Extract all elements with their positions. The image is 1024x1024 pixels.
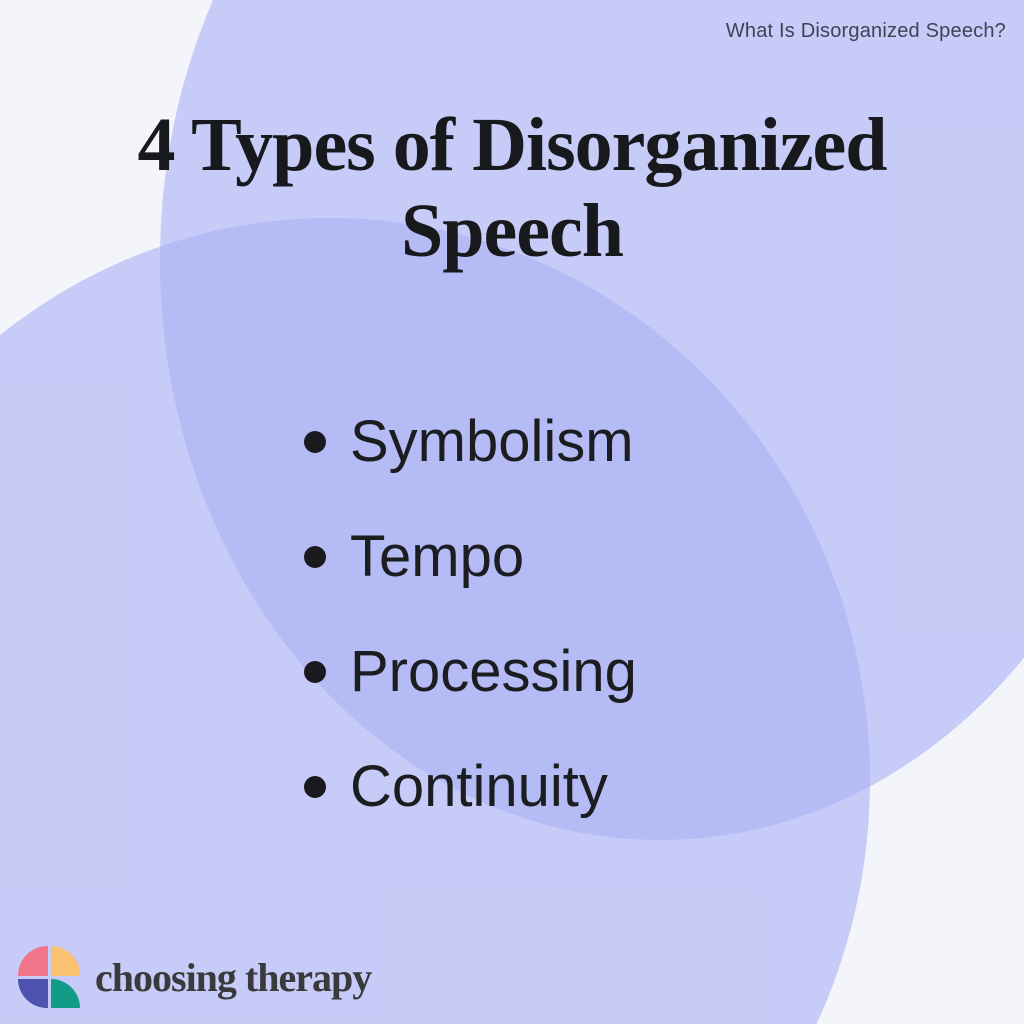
list-item: Continuity [304,758,637,816]
bullet-dot [304,661,326,683]
bullet-label-continuity: Continuity [350,754,608,819]
logo-petal-top-left [18,946,48,976]
bullet-dot [304,431,326,453]
logo-petal-bottom-left [18,978,48,1008]
logo-petal-top-right [50,946,80,976]
bullet-label-tempo: Tempo [350,524,525,589]
list-item: Symbolism [304,413,637,471]
page-title: 4 Types of Disorganized Speech [0,102,1024,274]
list-item: Tempo [304,528,637,586]
bullet-label-symbolism: Symbolism [350,409,634,474]
header-note: What Is Disorganized Speech? [725,20,1006,42]
brand-wordmark: choosing therapy [95,954,372,1000]
title-line-2: Speech [401,189,624,273]
title-line-1: 4 Types of Disorganized [137,103,888,187]
logo-petal-bottom-right [50,978,80,1008]
brand-logo: choosing therapy [18,946,372,1008]
bullet-list: Symbolism Tempo Processing Continuity [304,413,637,873]
bullet-dot [304,546,326,568]
list-item: Processing [304,643,637,701]
bullet-dot [304,776,326,798]
bullet-label-processing: Processing [350,639,637,704]
choosing-therapy-logo-icon [18,946,80,1008]
